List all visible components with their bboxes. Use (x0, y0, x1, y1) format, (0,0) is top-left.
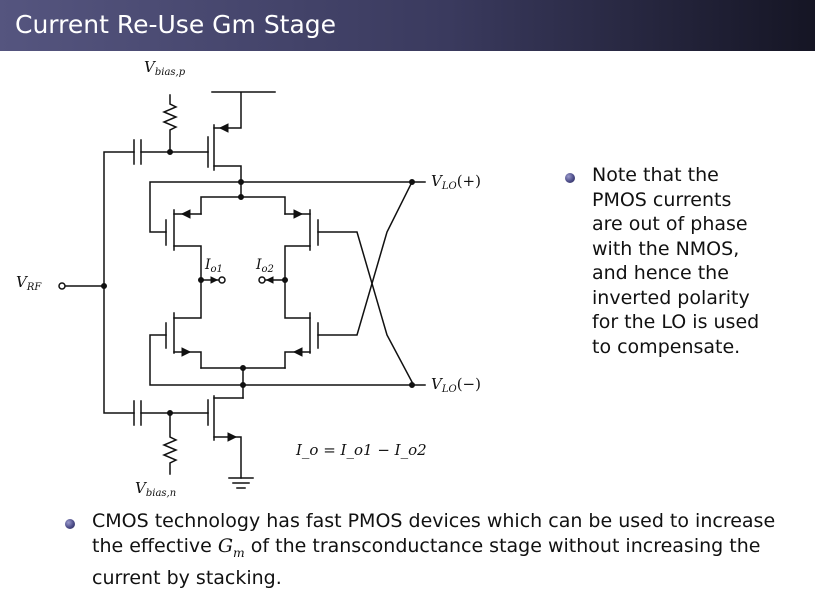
io1-label: Io1 (204, 257, 223, 275)
right-note: Note that the PMOS currents are out of p… (565, 163, 810, 359)
top-bias-resistor (162, 94, 178, 153)
io1-terminal (218, 276, 226, 284)
bottom-note: CMOS technology has fast PMOS devices wh… (65, 509, 810, 591)
vbias-n-label: Vbias,n (135, 479, 176, 499)
io2-terminal (258, 276, 266, 284)
bullet-icon (65, 519, 75, 529)
right-note-text: Note that the PMOS currents are out of p… (592, 163, 810, 359)
upper-left-pmos (165, 209, 175, 251)
vlo-plus-label: VLO(+) (431, 172, 481, 192)
slide-title: Current Re-Use Gm Stage (15, 10, 337, 39)
bottom-note-before: CMOS technology has fast PMOS devices wh… (92, 510, 776, 557)
right-note-line: and hence the (592, 262, 729, 284)
io2-label: Io2 (255, 257, 274, 275)
title-bar: Current Re-Use Gm Stage (0, 0, 815, 51)
vlo-minus-label: VLO(−) (431, 375, 481, 395)
vrf-terminal (58, 282, 66, 290)
right-note-line: with the NMOS, (592, 237, 740, 260)
bottom-note-text: CMOS technology has fast PMOS devices wh… (92, 509, 810, 591)
bottom-note-after: of the transconductance stage without in… (92, 535, 761, 589)
bottom-bias-resistor (162, 412, 178, 475)
upper-right-pmos (309, 209, 319, 251)
gm-symbol: Gm (217, 535, 245, 560)
rf-bus-wire (65, 151, 135, 414)
bottom-coupling-capacitor (133, 400, 142, 426)
right-note-line: are out of phase (592, 213, 748, 235)
vrf-label: VRF (16, 273, 42, 293)
bullet-icon (565, 173, 575, 183)
ground-symbol (228, 477, 254, 489)
top-pmos-transistor (207, 124, 215, 171)
io-equation: I_o = I_o1 − I_o2 (295, 441, 427, 459)
lower-left-nmos (165, 312, 175, 354)
vbias-p-label: Vbias,p (144, 58, 186, 78)
right-note-line: for the LO is used (592, 311, 760, 333)
top-coupling-capacitor (133, 139, 142, 165)
circuit-diagram: Vbias,p Vbias,n VRF VLO(+) VLO(−) Io1 Io… (16, 58, 481, 499)
lower-right-nmos (309, 312, 319, 354)
right-note-line: inverted polarity (592, 286, 750, 309)
right-note-line: to compensate. (592, 335, 741, 358)
bottom-nmos-transistor (207, 395, 215, 441)
right-note-line: Note that the (592, 164, 719, 186)
right-note-line: PMOS currents (592, 188, 732, 211)
